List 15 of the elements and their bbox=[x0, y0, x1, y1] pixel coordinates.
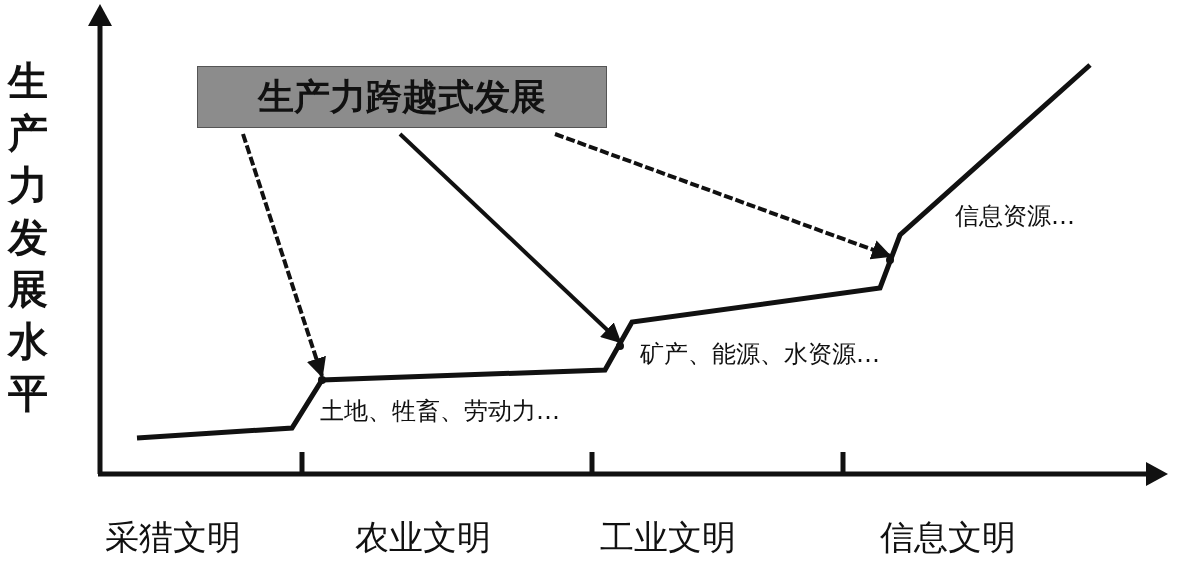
axis-title: 生产力发展水平 bbox=[8, 57, 48, 418]
annotation: 土地、牲畜、劳动力… bbox=[320, 396, 560, 427]
annotation: 信息资源… bbox=[955, 201, 1075, 232]
title-banner: 生产力跨越式发展 bbox=[197, 66, 607, 128]
annotation: 矿产、能源、水资源… bbox=[640, 339, 880, 370]
curve-point bbox=[318, 376, 326, 384]
axis-label: 信息文明 bbox=[880, 516, 1016, 559]
axis-label: 农业文明 bbox=[355, 516, 491, 559]
axis-label: 采猎文明 bbox=[105, 516, 241, 559]
arrow bbox=[398, 132, 622, 344]
arrow bbox=[241, 133, 326, 378]
curve-point bbox=[886, 256, 894, 264]
curve-point bbox=[616, 342, 624, 350]
axis-label: 工业文明 bbox=[600, 516, 736, 559]
arrow bbox=[554, 132, 892, 260]
